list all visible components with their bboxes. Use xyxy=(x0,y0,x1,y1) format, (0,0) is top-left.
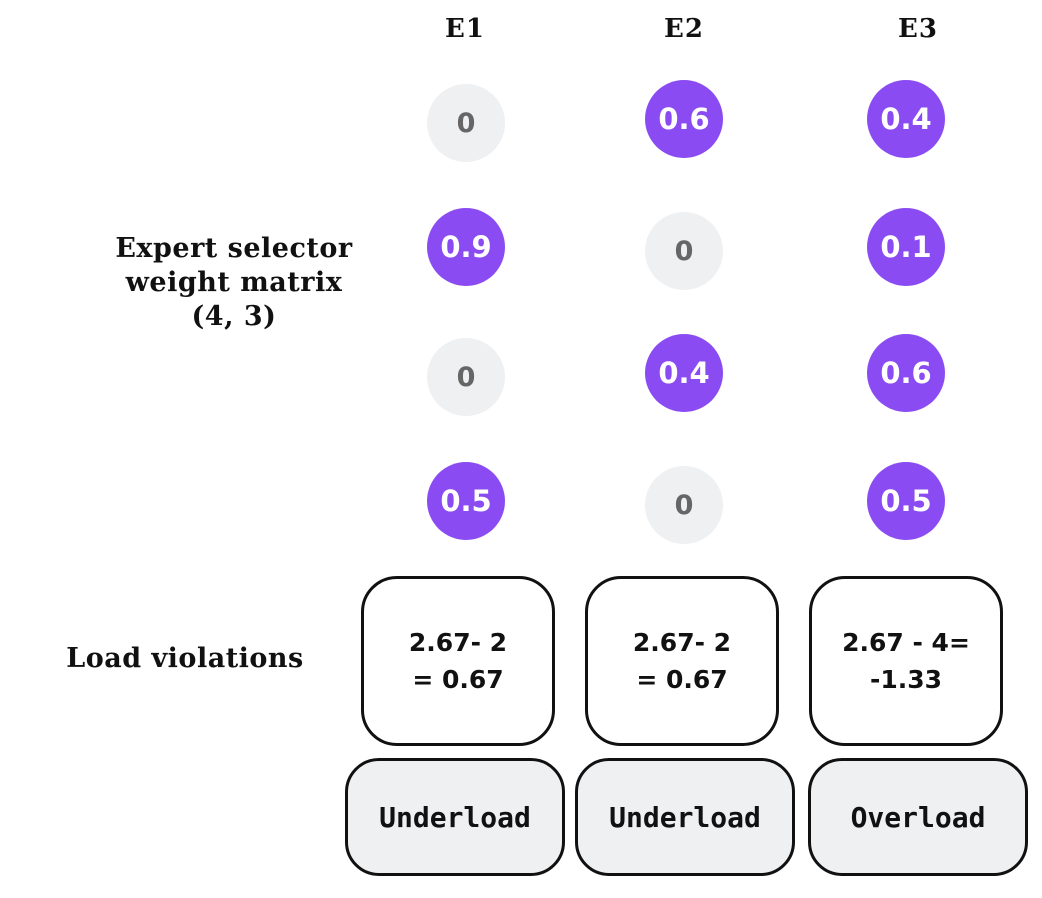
matrix-label-line1: Expert selector xyxy=(115,233,353,264)
weight-cell-r2-e3: 0.1 xyxy=(867,208,945,286)
status-badge-e1: Underload xyxy=(345,758,565,876)
weight-cell-r3-e3: 0.6 xyxy=(867,334,945,412)
load-violation-e3-line2: -1.33 xyxy=(869,665,943,694)
load-violation-e2-line2: = 0.67 xyxy=(636,665,728,694)
weight-cell-r4-e3: 0.5 xyxy=(867,462,945,540)
load-violation-e1-line2: = 0.67 xyxy=(412,665,504,694)
weight-cell-r2-e1: 0.9 xyxy=(427,208,505,286)
load-violation-box-e3: 2.67 - 4= -1.33 xyxy=(809,576,1003,746)
column-header-e1: E1 xyxy=(445,14,485,44)
load-violation-e2-line1: 2.67- 2 xyxy=(632,627,732,657)
load-violation-e3-line1: 2.67 - 4= xyxy=(842,627,970,657)
load-violation-e1-line1: 2.67- 2 xyxy=(408,627,508,657)
weight-cell-r3-e1: 0 xyxy=(427,338,505,416)
column-header-e2: E2 xyxy=(664,14,704,44)
load-violation-box-e2: 2.67- 2 = 0.67 xyxy=(585,576,779,746)
weight-cell-r4-e1: 0.5 xyxy=(427,462,505,540)
status-badge-e2: Underload xyxy=(575,758,795,876)
matrix-label-line3: (4, 3) xyxy=(191,300,277,332)
matrix-label: Expert selector weight matrix (4, 3) xyxy=(92,232,376,333)
weight-cell-r1-e2: 0.6 xyxy=(645,80,723,158)
status-badge-e3: Overload xyxy=(808,758,1028,876)
weight-cell-r4-e2: 0 xyxy=(645,466,723,544)
weight-cell-r1-e1: 0 xyxy=(427,84,505,162)
load-violation-box-e1: 2.67- 2 = 0.67 xyxy=(361,576,555,746)
weight-cell-r2-e2: 0 xyxy=(645,212,723,290)
weight-cell-r3-e2: 0.4 xyxy=(645,334,723,412)
matrix-label-line2: weight matrix xyxy=(125,266,343,298)
weight-cell-r1-e3: 0.4 xyxy=(867,80,945,158)
column-header-e3: E3 xyxy=(898,14,938,44)
load-violations-label: Load violations xyxy=(66,643,304,674)
